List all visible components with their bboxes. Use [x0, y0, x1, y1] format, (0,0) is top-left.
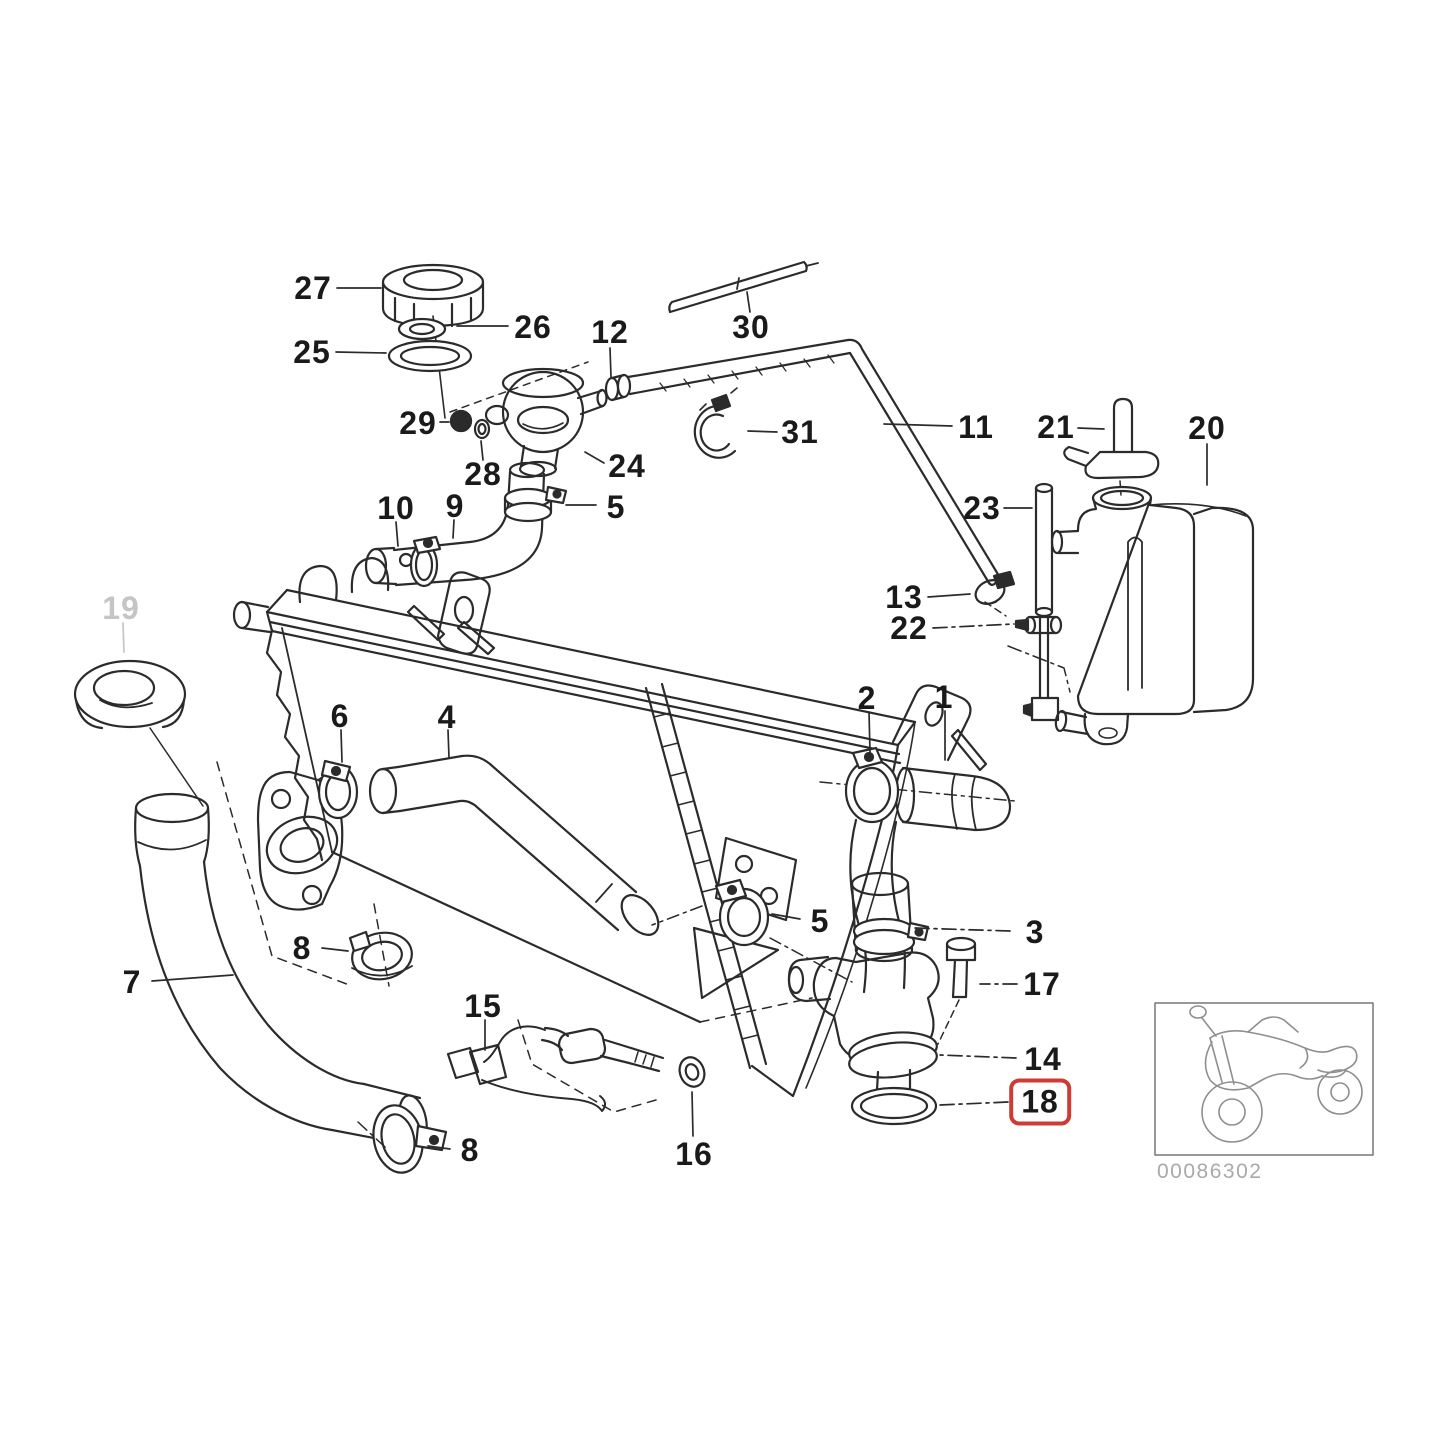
part-label-1[interactable]: 1	[934, 679, 954, 715]
part-label-27[interactable]: 27	[294, 270, 332, 306]
hose9-drawing	[392, 461, 568, 588]
vent-hose-drawing	[626, 260, 1071, 693]
part-label-28[interactable]: 28	[464, 456, 502, 492]
part-label-10[interactable]: 10	[377, 490, 415, 526]
part-label-8b[interactable]: 8	[460, 1132, 480, 1168]
outlet-drawing	[787, 746, 1016, 1126]
part-label-19: 19	[102, 590, 140, 626]
part-label-30[interactable]: 30	[732, 309, 770, 345]
part-label-31[interactable]: 31	[781, 414, 819, 450]
part-label-23[interactable]: 23	[963, 490, 1001, 526]
part-label-9[interactable]: 9	[445, 488, 465, 524]
radiator-drawing	[232, 546, 988, 1098]
vehicle-thumbnail	[1154, 1002, 1374, 1156]
part-label-11[interactable]: 11	[958, 409, 994, 445]
part-label-21[interactable]: 21	[1037, 409, 1075, 445]
part-label-29[interactable]: 29	[399, 405, 437, 441]
motorcycle-icon	[1189, 1005, 1363, 1143]
part-label-26[interactable]: 26	[514, 309, 552, 345]
construction-lines	[216, 761, 813, 1113]
expansion-tank-drawing	[1022, 397, 1255, 746]
part-label-25[interactable]: 25	[293, 334, 331, 370]
part-label-17[interactable]: 17	[1023, 966, 1061, 1002]
part-label-5b[interactable]: 5	[810, 903, 830, 939]
sensor-drawing	[446, 1025, 706, 1112]
part-label-20[interactable]: 20	[1188, 410, 1226, 446]
part-label-22[interactable]: 22	[890, 610, 928, 646]
diagram-code: 00086302	[1157, 1160, 1262, 1183]
hose7-drawing	[134, 792, 448, 1174]
grommet19-drawing	[73, 659, 204, 807]
part-label-15[interactable]: 15	[464, 988, 502, 1024]
part-label-13[interactable]: 13	[885, 579, 923, 615]
leader-lines	[122, 287, 1208, 1150]
part-label-4[interactable]: 4	[437, 699, 457, 735]
part-label-8a[interactable]: 8	[292, 930, 312, 966]
part-label-2[interactable]: 2	[857, 680, 877, 716]
part-label-14[interactable]: 14	[1024, 1041, 1062, 1077]
part-label-24[interactable]: 24	[608, 448, 646, 484]
hose4-drawing	[368, 754, 853, 983]
flange-drawing	[256, 759, 413, 981]
part-label-3[interactable]: 3	[1025, 914, 1045, 950]
part-label-7[interactable]: 7	[122, 964, 142, 1000]
part-label-12[interactable]: 12	[591, 314, 629, 350]
part-label-6[interactable]: 6	[330, 698, 350, 734]
part-label-5a[interactable]: 5	[606, 489, 626, 525]
part-label-18[interactable]: 18	[1009, 1078, 1071, 1126]
part-label-16[interactable]: 16	[675, 1136, 713, 1172]
